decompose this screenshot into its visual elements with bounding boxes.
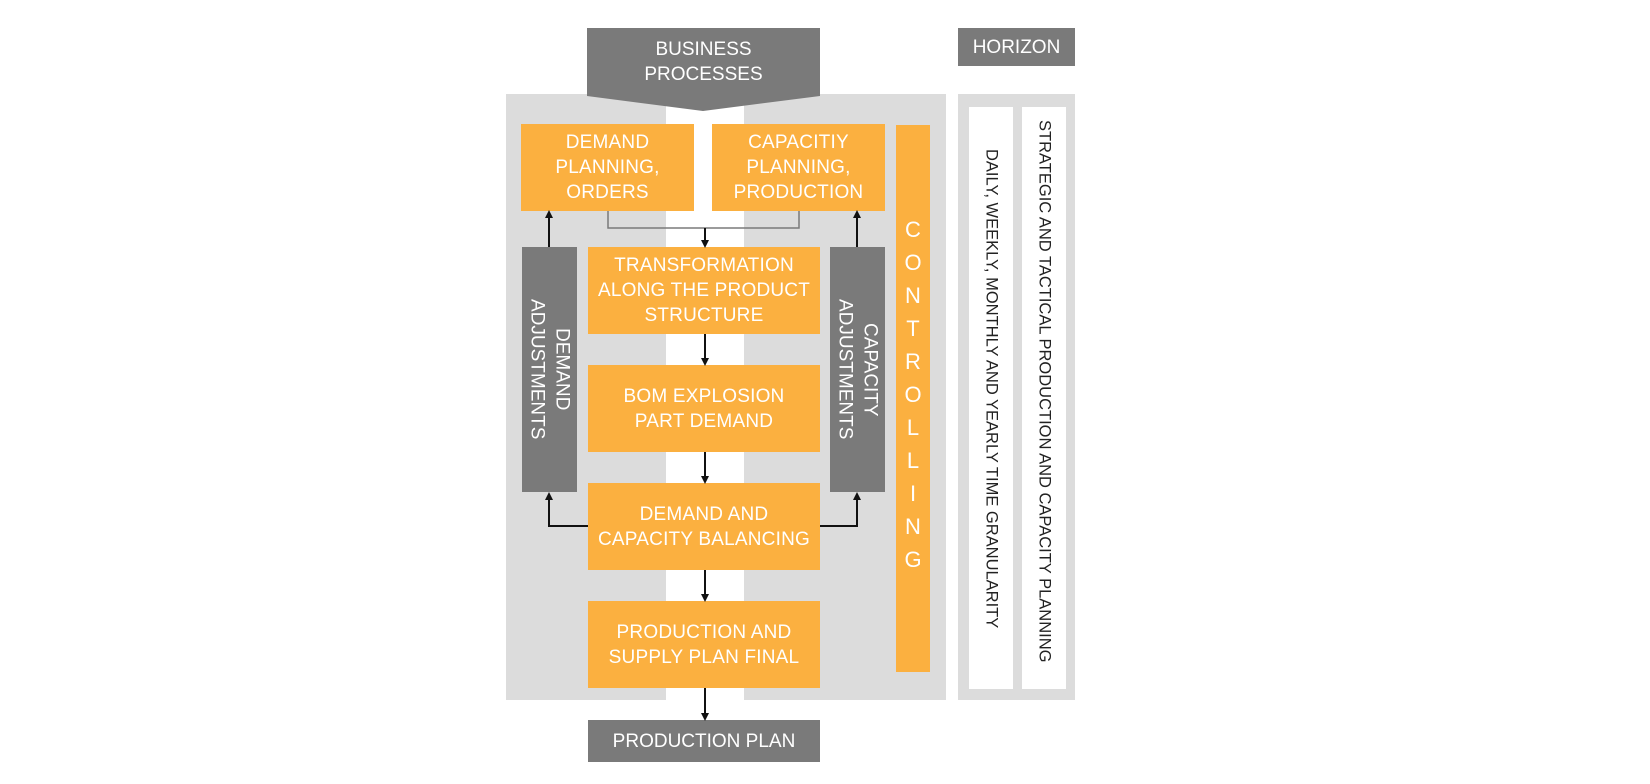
horizon-column-strategic: STRATEGIC AND TACTICAL PRODUCTION AND CA… bbox=[1022, 107, 1066, 689]
capacity-adjustments-bar: CAPACITY ADJUSTMENTS bbox=[830, 247, 885, 492]
capacity-adjustments-label: CAPACITY ADJUSTMENTS bbox=[834, 299, 881, 440]
business-processes-label: BUSINESS PROCESSES bbox=[644, 39, 763, 85]
bom-explosion-box: BOM EXPLOSION PART DEMAND bbox=[588, 365, 820, 452]
merge-connector bbox=[607, 211, 800, 229]
production-plan-box: PRODUCTION PLAN bbox=[588, 720, 820, 762]
controlling-label: CONTROLLING bbox=[900, 217, 926, 580]
balancing-box: DEMAND AND CAPACITY BALANCING bbox=[588, 483, 820, 570]
horizon-column-granularity: DAILY, WEEKLY, MONTHLY AND YEARLY TIME G… bbox=[969, 107, 1013, 689]
balancing-to-demand-adjustments bbox=[545, 492, 588, 527]
capacity-planning-box: CAPACITIY PLANNING, PRODUCTION bbox=[712, 124, 885, 211]
transformation-box: TRANSFORMATION ALONG THE PRODUCT STRUCTU… bbox=[588, 247, 820, 334]
demand-adjustments-label: DEMAND ADJUSTMENTS bbox=[526, 299, 573, 440]
final-plan-box: PRODUCTION AND SUPPLY PLAN FINAL bbox=[588, 601, 820, 688]
strategic-text: STRATEGIC AND TACTICAL PRODUCTION AND CA… bbox=[1035, 120, 1054, 663]
granularity-text: DAILY, WEEKLY, MONTHLY AND YEARLY TIME G… bbox=[982, 149, 1001, 629]
horizon-label: HORIZON bbox=[958, 28, 1075, 66]
demand-planning-box: DEMAND PLANNING, ORDERS bbox=[521, 124, 694, 211]
controlling-bar: CONTROLLING bbox=[896, 125, 930, 672]
demand-adjustments-bar: DEMAND ADJUSTMENTS bbox=[522, 247, 577, 492]
balancing-to-capacity-adjustments bbox=[820, 492, 861, 527]
